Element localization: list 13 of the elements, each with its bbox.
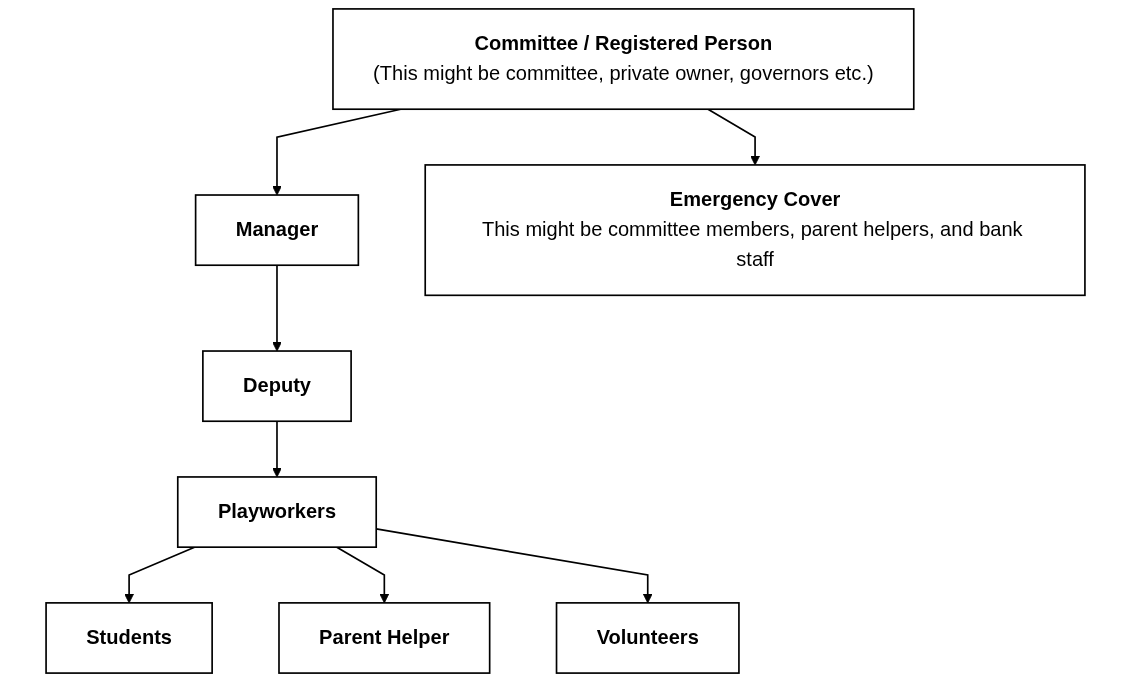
arrow [336,546,390,604]
arrow [124,546,196,604]
node-box: Playworkers [176,476,378,548]
node-box: Volunteers [555,602,740,674]
arrow [272,420,282,478]
node-box: Manager [194,194,360,267]
arrow [707,108,760,166]
node-box: Students [45,602,213,674]
node-box: Parent Helper [278,602,491,674]
node-box: Committee / Registered Person (This might be committee, private owner, governors etc.) [332,8,915,111]
arrow [272,264,282,352]
node-box: Deputy [202,350,352,423]
node-box: Emergency Cover This might be committee members, parent helpers, and bank staff [424,164,1086,297]
